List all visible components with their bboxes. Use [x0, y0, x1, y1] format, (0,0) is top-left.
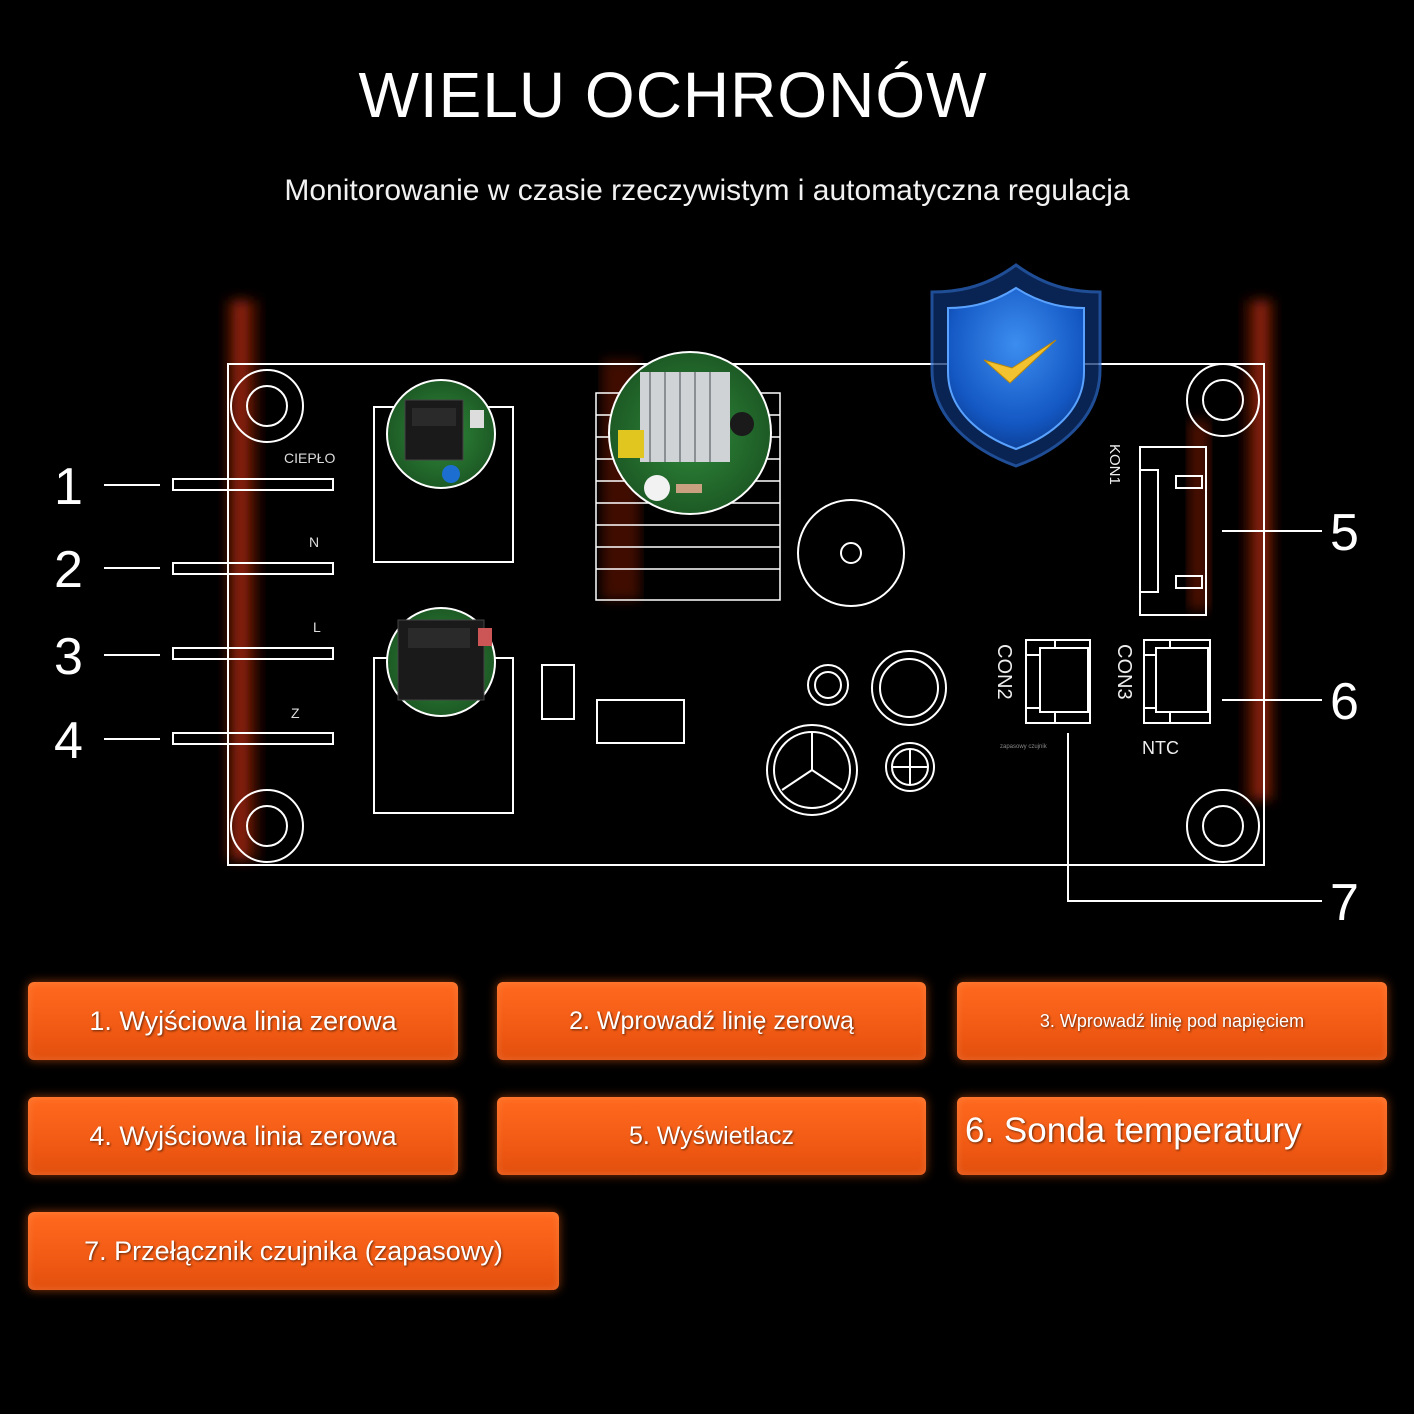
callout-3: 3: [54, 628, 83, 686]
legend-item-5-label: 5. Wyświetlacz: [628, 1121, 795, 1150]
callout-lines-left: [104, 484, 160, 740]
mounting-holes: [230, 363, 1260, 863]
terminal-bars: [172, 478, 334, 745]
con3-connector: [1143, 639, 1211, 724]
legend-item-4-label: 4. Wyjściowa linia zerowa: [89, 1120, 397, 1151]
legend-item-7: 7. Przełącznik czujnika (zapasowy): [28, 1212, 559, 1290]
page-title: WIELU OCHRONÓW: [358, 59, 988, 131]
callout-lines-right: [1067, 530, 1322, 902]
relay-photo-top: [386, 379, 496, 489]
shield-check-icon: [930, 263, 1102, 468]
pin-label-l: L: [313, 619, 321, 635]
legend-item-6-label: 6. Sonda temperatury: [965, 1111, 1302, 1150]
legend-item-1-label: 1. Wyjściowa linia zerowa: [89, 1005, 397, 1036]
legend-item-5: 5. Wyświetlacz: [497, 1097, 926, 1175]
con2-small-text: zapasowy czujnik: [1000, 744, 1047, 750]
callout-7: 7: [1330, 874, 1359, 932]
kon1-label: KON1: [1106, 444, 1123, 485]
legend-item-7-label: 7. Przełącznik czujnika (zapasowy): [84, 1235, 503, 1266]
buzzer: [797, 499, 905, 607]
heatsink-photo: [608, 351, 772, 515]
pin-label-z: Z: [291, 705, 300, 721]
callout-6: 6: [1330, 673, 1359, 731]
right-glow: [1242, 300, 1278, 800]
callout-5: 5: [1330, 504, 1359, 562]
legend-item-2: 2. Wprowadź linię zerową: [497, 982, 926, 1060]
pin-label-heat: CIEPŁO: [284, 450, 336, 466]
con2-label: CON2: [993, 644, 1015, 700]
legend-item-3: 3. Wprowadź linię pod napięciem: [957, 982, 1387, 1060]
callout-1: 1: [54, 458, 83, 516]
legend-item-6: 6. Sonda temperatury: [957, 1097, 1387, 1175]
ntc-label: NTC: [1142, 738, 1179, 758]
legend-item-2-label: 2. Wprowadź linię zerową: [569, 1006, 854, 1035]
board-outline: [227, 363, 1265, 866]
callout-4: 4: [54, 712, 83, 770]
legend-item-4: 4. Wyjściowa linia zerowa: [28, 1097, 458, 1175]
small-components: [541, 650, 947, 816]
relay-photo-bottom: [386, 607, 496, 717]
pin-label-n: N: [309, 534, 320, 550]
con3-label: CON3: [1113, 644, 1135, 700]
page-subtitle: Monitorowanie w czasie rzeczywistym i au…: [284, 174, 1130, 207]
callout-2: 2: [54, 541, 83, 599]
legend-item-3-label: 3. Wprowadź linię pod napięciem: [1039, 1010, 1305, 1031]
con2-connector: [1025, 639, 1091, 724]
kon1-connector: [1139, 446, 1207, 616]
legend-item-1: 1. Wyjściowa linia zerowa: [28, 982, 458, 1060]
